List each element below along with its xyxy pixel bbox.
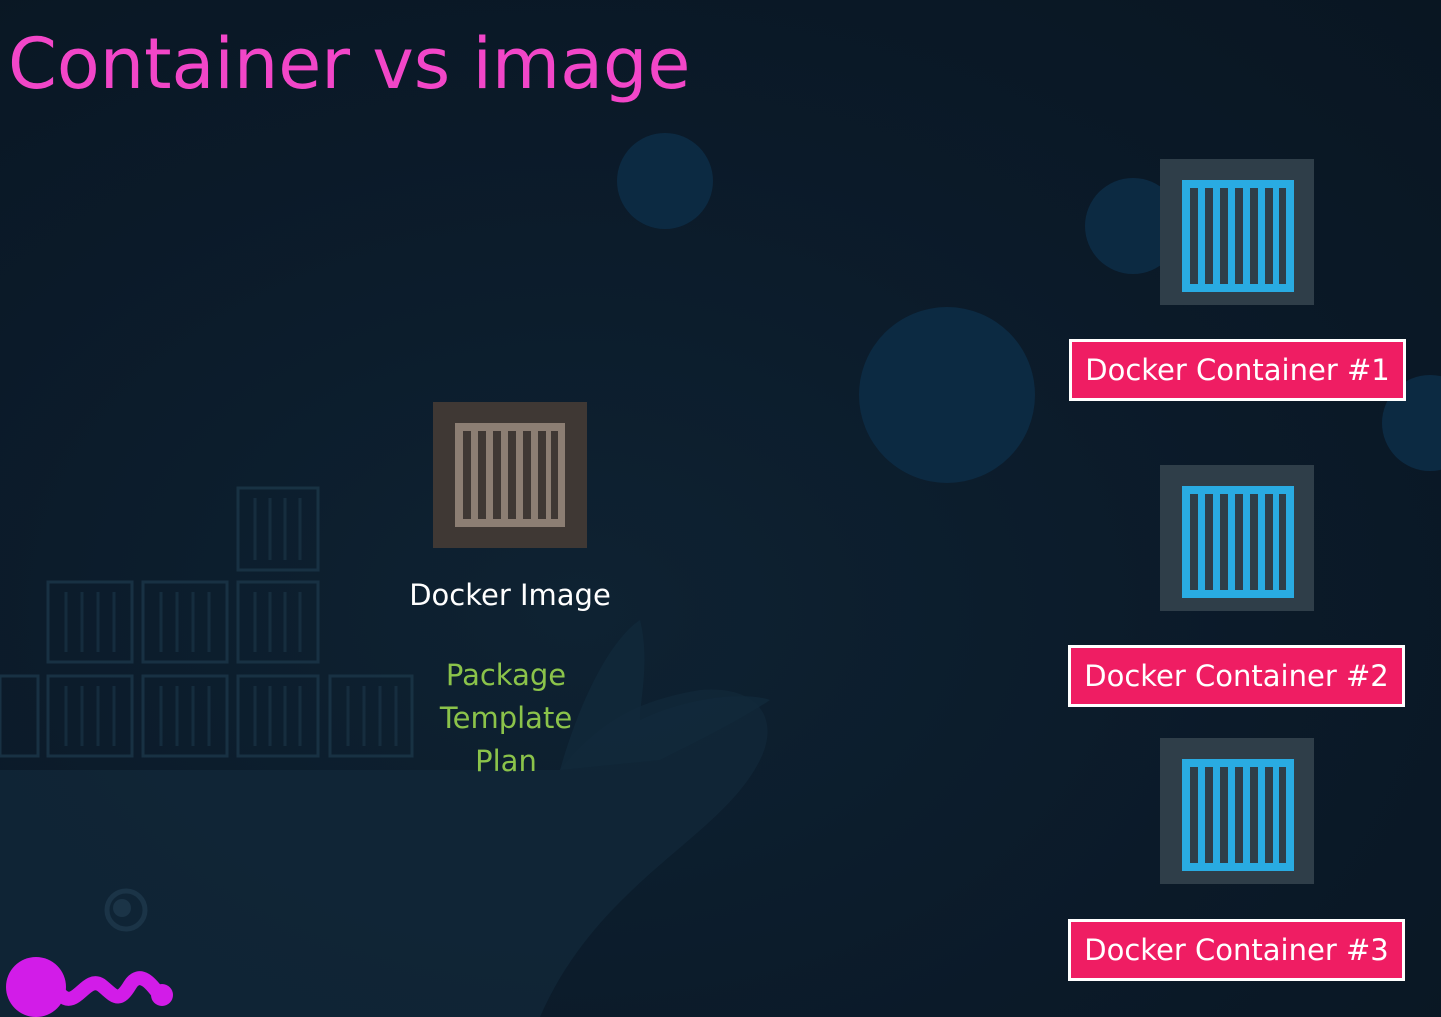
bubble (1085, 178, 1181, 274)
container-icon (433, 402, 587, 548)
container-icon (1160, 465, 1314, 611)
faded-container-stack (0, 486, 414, 758)
descriptor-item: Plan (475, 744, 537, 778)
docker-container-label: Docker Container #2 (1068, 645, 1405, 707)
container-icon (1160, 738, 1314, 884)
bubble (859, 307, 1035, 483)
docker-container-label: Docker Container #1 (1069, 339, 1406, 401)
brand-logo-icon (6, 957, 173, 1017)
whale-tail (560, 620, 770, 770)
slide-title: Container vs image (8, 23, 691, 105)
whale-eye-pupil (113, 899, 131, 917)
docker-container-label: Docker Container #3 (1068, 919, 1405, 981)
descriptor-item: Template (439, 701, 573, 735)
whale-silhouette (0, 689, 768, 1017)
image-descriptor-list: Package Template Plan (356, 654, 656, 783)
docker-image-label: Docker Image (409, 578, 611, 612)
container-icon (1160, 159, 1314, 305)
descriptor-item: Package (445, 658, 567, 692)
faded-container-slats (64, 498, 398, 746)
bubble (617, 133, 713, 229)
whale-eye (104, 888, 148, 932)
